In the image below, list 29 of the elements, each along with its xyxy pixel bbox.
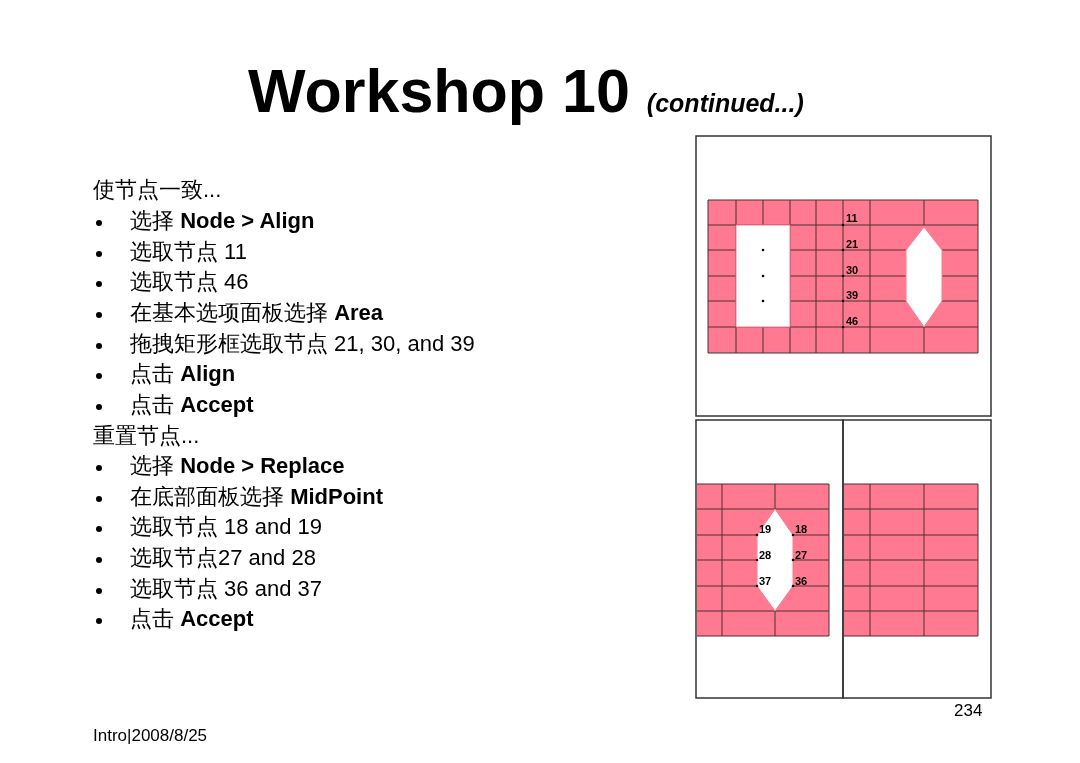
- node-number: 28: [759, 549, 772, 562]
- instruction-heading: 使节点一致...: [93, 178, 222, 203]
- list-item: 在基本选项面板选择 Area: [130, 301, 384, 326]
- footer-text: Intro|2008/8/25: [93, 727, 208, 746]
- list-item: 选取节点 36 and 37: [130, 577, 322, 602]
- list-item: 点击 Accept: [130, 393, 254, 418]
- node-number: 21: [846, 238, 859, 251]
- node-number: 36: [795, 575, 808, 588]
- list-item: 点击 Align: [130, 362, 236, 387]
- list-item: 拖拽矩形框选取节点 21, 30, and 39: [130, 332, 475, 357]
- list-item: 选取节点27 and 28: [130, 546, 316, 571]
- node-number: 30: [846, 264, 859, 277]
- instruction-heading: 重置节点...: [93, 424, 200, 449]
- page-number: 234: [954, 702, 983, 721]
- slide-title: Workshop 10 (continued...): [248, 58, 804, 126]
- list-item: 点击 Accept: [130, 607, 254, 632]
- node-number: 39: [846, 289, 859, 302]
- list-item: 选取节点 18 and 19: [130, 515, 322, 540]
- node-number: 46: [846, 315, 859, 328]
- node-number: 19: [759, 523, 772, 536]
- list-item: 选择 Node > Replace: [130, 454, 345, 479]
- node-number: 18: [795, 523, 808, 536]
- node-number: 27: [795, 549, 808, 562]
- list-item: 在底部面板选择 MidPoint: [130, 485, 383, 510]
- list-item: 选取节点 11: [130, 240, 247, 265]
- node-number: 11: [846, 212, 858, 225]
- node-number: 37: [759, 575, 772, 588]
- list-item: 选取节点 46: [130, 270, 249, 295]
- list-item: 选择 Node > Align: [130, 209, 315, 234]
